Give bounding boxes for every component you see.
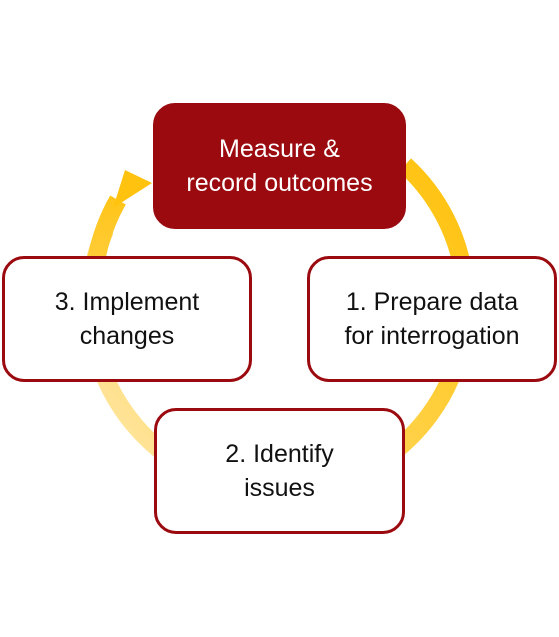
- implement-changes-label: 3. Implement changes: [54, 288, 200, 350]
- prepare-data-box: 1. Prepare data for interrogation: [307, 256, 557, 382]
- measure-outcomes-label: Measure & record outcomes: [186, 135, 373, 197]
- measure-outcomes-box: Measure & record outcomes: [153, 103, 406, 229]
- implement-changes-box: 3. Implement changes: [2, 256, 252, 382]
- arrowhead-icon: [113, 170, 152, 208]
- prepare-data-label: 1. Prepare data for interrogation: [344, 288, 520, 350]
- identify-issues-label: 2. Identify issues: [225, 440, 334, 502]
- identify-issues-box: 2. Identify issues: [154, 408, 405, 534]
